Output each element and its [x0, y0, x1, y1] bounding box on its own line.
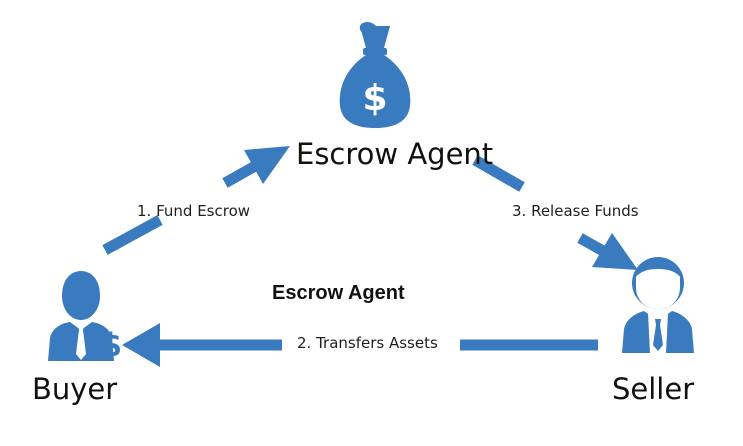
- arrow-release-funds-head: [592, 233, 638, 270]
- arrow-transfers-assets: [122, 323, 598, 367]
- seller-node-label: Seller: [612, 372, 695, 406]
- arrow-fund-escrow-head: [244, 146, 290, 184]
- arrow-release-funds: [472, 155, 638, 270]
- svg-text:$: $: [362, 78, 387, 119]
- release-funds-label: 3. Release Funds: [512, 202, 639, 220]
- transfers-assets-label: 2. Transfers Assets: [297, 334, 438, 352]
- buyer-node-label: Buyer: [32, 372, 118, 406]
- escrow-agent-node-label: Escrow Agent: [296, 137, 494, 171]
- arrow-fund-escrow-shaft-lower: [102, 215, 163, 255]
- businessman-icon: [620, 255, 696, 360]
- arrow-fund-escrow-shaft-upper: [222, 160, 260, 188]
- arrow-release-funds-shaft-lower: [577, 233, 608, 257]
- diagram-center-title: Escrow Agent: [272, 282, 405, 304]
- businessman-dollar-icon: $: [48, 268, 124, 368]
- arrow-fund-escrow: [102, 146, 290, 255]
- arrow-transfers-assets-head: [122, 323, 160, 367]
- arrow-release-funds-shaft-upper: [472, 155, 525, 192]
- fund-escrow-label: 1. Fund Escrow: [137, 202, 251, 220]
- svg-text:$: $: [100, 326, 122, 363]
- money-bag-icon: $: [338, 22, 412, 137]
